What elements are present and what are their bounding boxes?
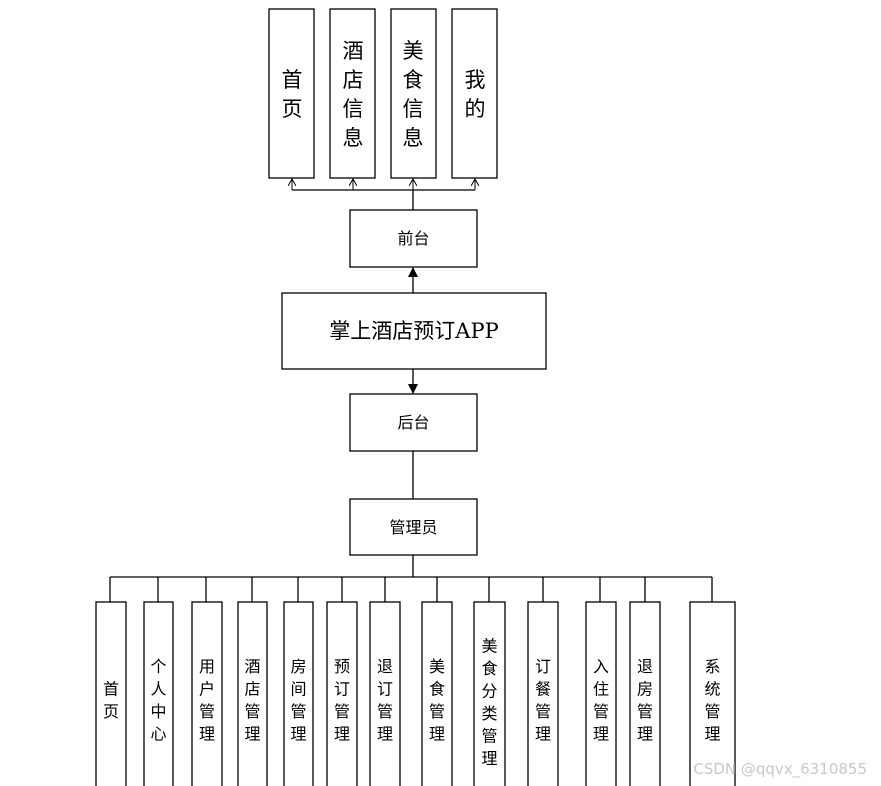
frontend-module-box	[329, 8, 376, 179]
backend-module-label: 退订管理	[377, 657, 393, 744]
backend-module-label: 酒店管理	[244, 657, 260, 744]
backend-module-label: 房间管理	[290, 657, 306, 744]
backend-module-box	[629, 601, 661, 786]
frontend-module-box	[268, 8, 315, 179]
watermark: CSDN @qqvx_6310855	[693, 760, 867, 778]
backend-modules: 首页 个人中心 用户管理 酒店管理 房间管理 预订管理 退订管理 美食管理 美食分类管理 订餐管理…	[95, 601, 736, 786]
backend-module-box	[689, 601, 736, 786]
backend-module-label: 入住管理	[593, 657, 609, 744]
backend-module-label: 订餐管理	[535, 657, 551, 744]
backend-connectors	[109, 555, 713, 602]
backend-module-box	[527, 601, 559, 786]
backend-module-label: 个人中心	[150, 657, 166, 744]
frontend-module-box	[390, 8, 437, 179]
frontend-node	[349, 209, 478, 268]
backend-module-box	[585, 601, 617, 786]
backend-module-box	[473, 601, 506, 786]
root-node	[281, 292, 547, 370]
frontend-module-label: 酒店信息	[343, 39, 364, 150]
frontend-module-labels: 首页 酒店信息 美食信息 我的	[282, 39, 486, 150]
backend-module-box	[421, 601, 453, 786]
backend-module-box	[326, 601, 358, 786]
backend-label: 后台	[397, 413, 429, 432]
backend-module-label: 退房管理	[637, 657, 653, 744]
admin-node	[349, 498, 478, 556]
frontend-module-label: 我的	[465, 68, 486, 121]
frontend-modules	[268, 8, 498, 179]
frontend-module-box	[451, 8, 498, 179]
admin-label: 管理员	[389, 518, 437, 537]
backend-module-label: 系统管理	[704, 657, 720, 744]
root-label: 掌上酒店预订APP	[329, 319, 498, 343]
frontend-module-label: 首页	[282, 68, 303, 121]
frontend-connectors	[292, 179, 475, 210]
frontend-label: 前台	[397, 229, 429, 248]
backend-module-box	[191, 601, 223, 786]
backend-module-label: 首页	[103, 680, 119, 722]
frontend-module-label: 美食信息	[403, 39, 424, 150]
backend-module-box	[95, 601, 127, 786]
backend-module-box	[283, 601, 314, 786]
backend-module-box	[237, 601, 268, 786]
backend-module-label: 用户管理	[199, 657, 215, 744]
backend-module-label: 预订管理	[334, 657, 350, 744]
backend-module-label: 美食管理	[429, 657, 445, 744]
backend-module-label: 美食分类管理	[481, 637, 497, 769]
backend-module-box	[143, 601, 174, 786]
backend-module-box	[369, 601, 401, 786]
